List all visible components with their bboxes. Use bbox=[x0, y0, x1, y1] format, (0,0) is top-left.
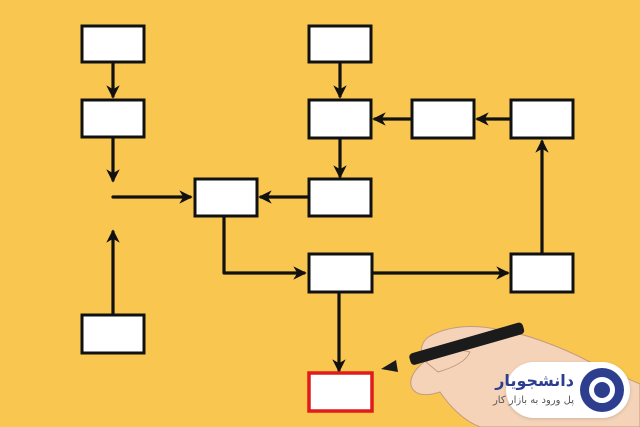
logo-name: دانشجویار bbox=[495, 371, 574, 390]
box-top-left bbox=[80, 24, 146, 64]
logo-mark-icon bbox=[580, 368, 624, 412]
box-center-second bbox=[307, 98, 373, 140]
edge-b4-b9 bbox=[222, 215, 307, 280]
box-top-center bbox=[307, 24, 373, 64]
box-center-left bbox=[193, 177, 259, 218]
box-right-top bbox=[509, 98, 575, 140]
logo-tagline: پل ورود به بازار کار bbox=[492, 395, 574, 406]
box-left-second bbox=[80, 98, 146, 139]
box-center-lower bbox=[307, 252, 374, 294]
box-output-red bbox=[307, 371, 374, 413]
danshjooyar-logo: دانشجویار پل ورود به بازار کار bbox=[493, 362, 630, 418]
box-right-top-middle bbox=[410, 98, 476, 140]
box-center bbox=[307, 177, 373, 218]
box-right-lower bbox=[509, 252, 575, 294]
box-bottom-left bbox=[80, 313, 146, 355]
